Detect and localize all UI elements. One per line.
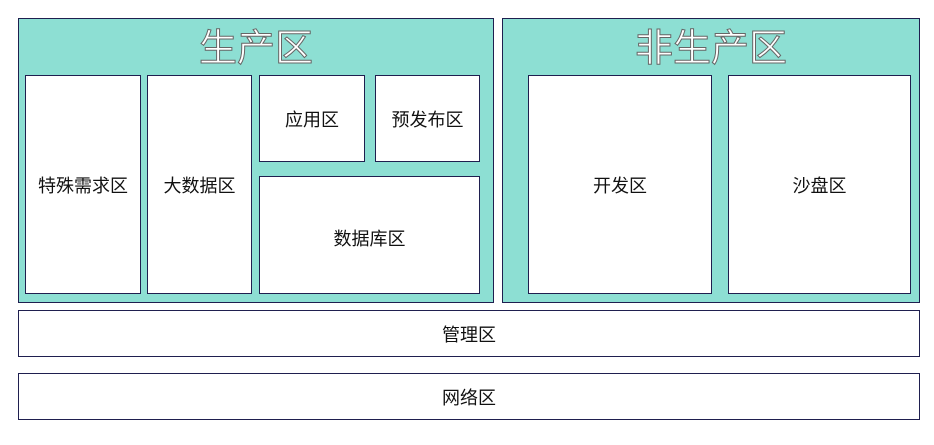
app-zone: 应用区 [259,75,365,162]
prerelease-zone: 预发布区 [375,75,480,162]
special-zone: 特殊需求区 [25,75,141,294]
bigdata-zone: 大数据区 [147,75,252,294]
network-zone: 网络区 [18,373,920,420]
database-zone: 数据库区 [259,176,480,294]
production-zone-title: 生产区 [198,26,313,71]
management-zone: 管理区 [18,310,920,357]
nonproduction-zone-title: 非生产区 [634,26,787,71]
dev-zone: 开发区 [528,75,712,294]
sandbox-zone: 沙盘区 [728,75,911,294]
